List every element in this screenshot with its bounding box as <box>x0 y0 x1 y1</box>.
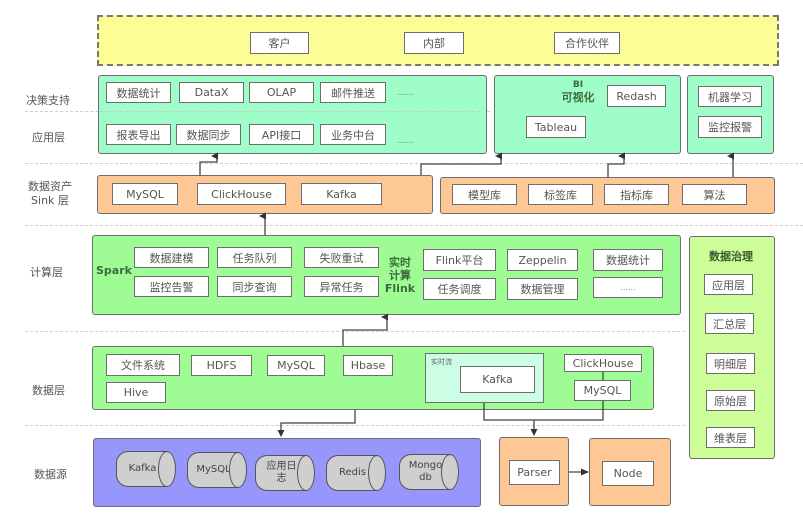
decision-item[interactable]: 数据统计 <box>106 82 171 103</box>
spark-label: Spark <box>96 264 132 277</box>
source-label-line2: 志 <box>276 473 287 484</box>
spark-item[interactable]: 同步查询 <box>217 276 292 297</box>
cylinder-cap-icon <box>368 455 386 491</box>
cylinder-cap-icon <box>229 452 247 488</box>
governance-item[interactable]: 维表层 <box>706 427 755 448</box>
governance-item[interactable]: 汇总层 <box>705 313 754 334</box>
layer-label-asset: 数据资产 Sink 层 <box>28 180 72 208</box>
source-db[interactable]: Mongo db <box>399 454 461 490</box>
layer-separator <box>25 163 803 164</box>
application-item[interactable]: 数据同步 <box>176 124 241 145</box>
bi-title: BI 可视化 <box>555 80 601 104</box>
spark-item[interactable]: 数据建模 <box>134 247 209 268</box>
layer-label-application: 应用层 <box>32 131 65 144</box>
sink-mysql[interactable]: MySQL <box>112 183 178 205</box>
decision-item[interactable]: OLAP <box>249 82 314 103</box>
flink-item[interactable]: Flink平台 <box>423 249 496 271</box>
realtime-stream-label: 实时流 <box>431 358 452 366</box>
source-db[interactable]: Redis <box>326 455 388 491</box>
application-item[interactable]: API接口 <box>249 124 314 145</box>
layer-label-asset-line1: 数据资产 <box>28 180 72 193</box>
governance-item[interactable]: 明细层 <box>706 353 755 374</box>
governance-item[interactable]: 原始层 <box>706 390 755 411</box>
flink-item-more[interactable]: ...... <box>593 277 663 298</box>
layer-separator <box>25 425 685 426</box>
cylinder-cap-icon <box>441 454 459 490</box>
source-label: Kafka <box>128 463 157 474</box>
flink-item[interactable]: 数据管理 <box>507 278 578 300</box>
source-db[interactable]: Kafka <box>116 451 178 487</box>
storage-item[interactable]: MySQL <box>267 355 325 376</box>
source-label: 应用日 <box>266 461 297 472</box>
governance-title: 数据治理 <box>709 250 753 263</box>
storage-item[interactable]: 文件系统 <box>106 354 180 376</box>
sink-model-lib[interactable]: 模型库 <box>452 184 517 205</box>
flink-label: 实时 计算 Flink <box>383 256 417 295</box>
source-db[interactable]: MySQL <box>187 452 249 488</box>
panel-inner-separator <box>100 111 480 112</box>
source-db[interactable]: 应用日 志 <box>255 455 317 491</box>
ai-ml[interactable]: 机器学习 <box>698 86 762 107</box>
flink-label-line2: 计算 <box>389 269 411 282</box>
sink-metric-lib[interactable]: 指标库 <box>604 184 669 205</box>
user-partner[interactable]: 合作伙伴 <box>554 32 620 54</box>
flink-label-line1: 实时 <box>389 256 411 269</box>
storage-clickhouse[interactable]: ClickHouse <box>564 354 642 372</box>
source-label: Mongo <box>408 460 443 471</box>
application-more: ...... <box>397 136 415 146</box>
source-label: MySQL <box>196 464 231 475</box>
flink-item[interactable]: 数据统计 <box>593 249 663 271</box>
storage-mysql[interactable]: MySQL <box>574 380 631 401</box>
sink-kafka[interactable]: Kafka <box>301 183 382 205</box>
arrow-sinkright-to-bi <box>607 152 625 177</box>
layer-label-asset-line2: Sink 层 <box>31 194 69 207</box>
arrow-sink-to-app <box>199 152 218 175</box>
bi-title-line2: 可视化 <box>561 91 595 104</box>
layer-separator <box>25 331 685 332</box>
layer-label-source: 数据源 <box>34 468 67 481</box>
node-box[interactable]: Node <box>602 461 654 486</box>
user-customer[interactable]: 客户 <box>250 32 309 54</box>
layer-label-data: 数据层 <box>32 384 65 397</box>
ai-monitor[interactable]: 监控报警 <box>698 116 762 138</box>
layer-separator <box>25 225 803 226</box>
layer-label-decision: 决策支持 <box>26 94 70 107</box>
decision-item[interactable]: 邮件推送 <box>320 82 386 103</box>
source-label-line2: db <box>419 472 432 483</box>
flink-item[interactable]: Zeppelin <box>507 249 578 271</box>
application-item[interactable]: 报表导出 <box>106 124 171 145</box>
arrow-storage-to-source <box>277 410 356 437</box>
layer-label-compute: 计算层 <box>30 266 63 279</box>
application-item[interactable]: 业务中台 <box>320 124 386 145</box>
realtime-kafka[interactable]: Kafka <box>460 366 535 393</box>
parser-box[interactable]: Parser <box>509 460 560 485</box>
bi-tableau[interactable]: Tableau <box>526 116 586 138</box>
sink-algorithm[interactable]: 算法 <box>682 184 747 205</box>
user-internal[interactable]: 内部 <box>404 32 464 54</box>
flink-item[interactable]: 任务调度 <box>423 278 496 300</box>
spark-item[interactable]: 异常任务 <box>304 276 379 297</box>
cylinder-cap-icon <box>158 451 176 487</box>
source-label: Redis <box>339 467 366 478</box>
sink-clickhouse[interactable]: ClickHouse <box>197 183 286 205</box>
sink-tag-lib[interactable]: 标签库 <box>528 184 593 205</box>
spark-item[interactable]: 监控告警 <box>134 276 209 297</box>
governance-panel <box>689 236 775 459</box>
cylinder-cap-icon <box>297 455 315 491</box>
spark-item[interactable]: 失败重试 <box>304 247 379 268</box>
storage-item[interactable]: Hive <box>106 382 166 403</box>
storage-item[interactable]: Hbase <box>343 355 393 376</box>
decision-item[interactable]: DataX <box>179 82 244 103</box>
bi-redash[interactable]: Redash <box>607 85 666 107</box>
decision-more: ...... <box>397 88 415 98</box>
bi-title-line1: BI <box>572 80 584 90</box>
spark-item[interactable]: 任务队列 <box>217 247 292 268</box>
flink-label-line3: Flink <box>384 282 416 295</box>
governance-item[interactable]: 应用层 <box>704 274 753 295</box>
arrow-sink-to-bi <box>420 152 502 175</box>
storage-item[interactable]: HDFS <box>191 355 252 376</box>
